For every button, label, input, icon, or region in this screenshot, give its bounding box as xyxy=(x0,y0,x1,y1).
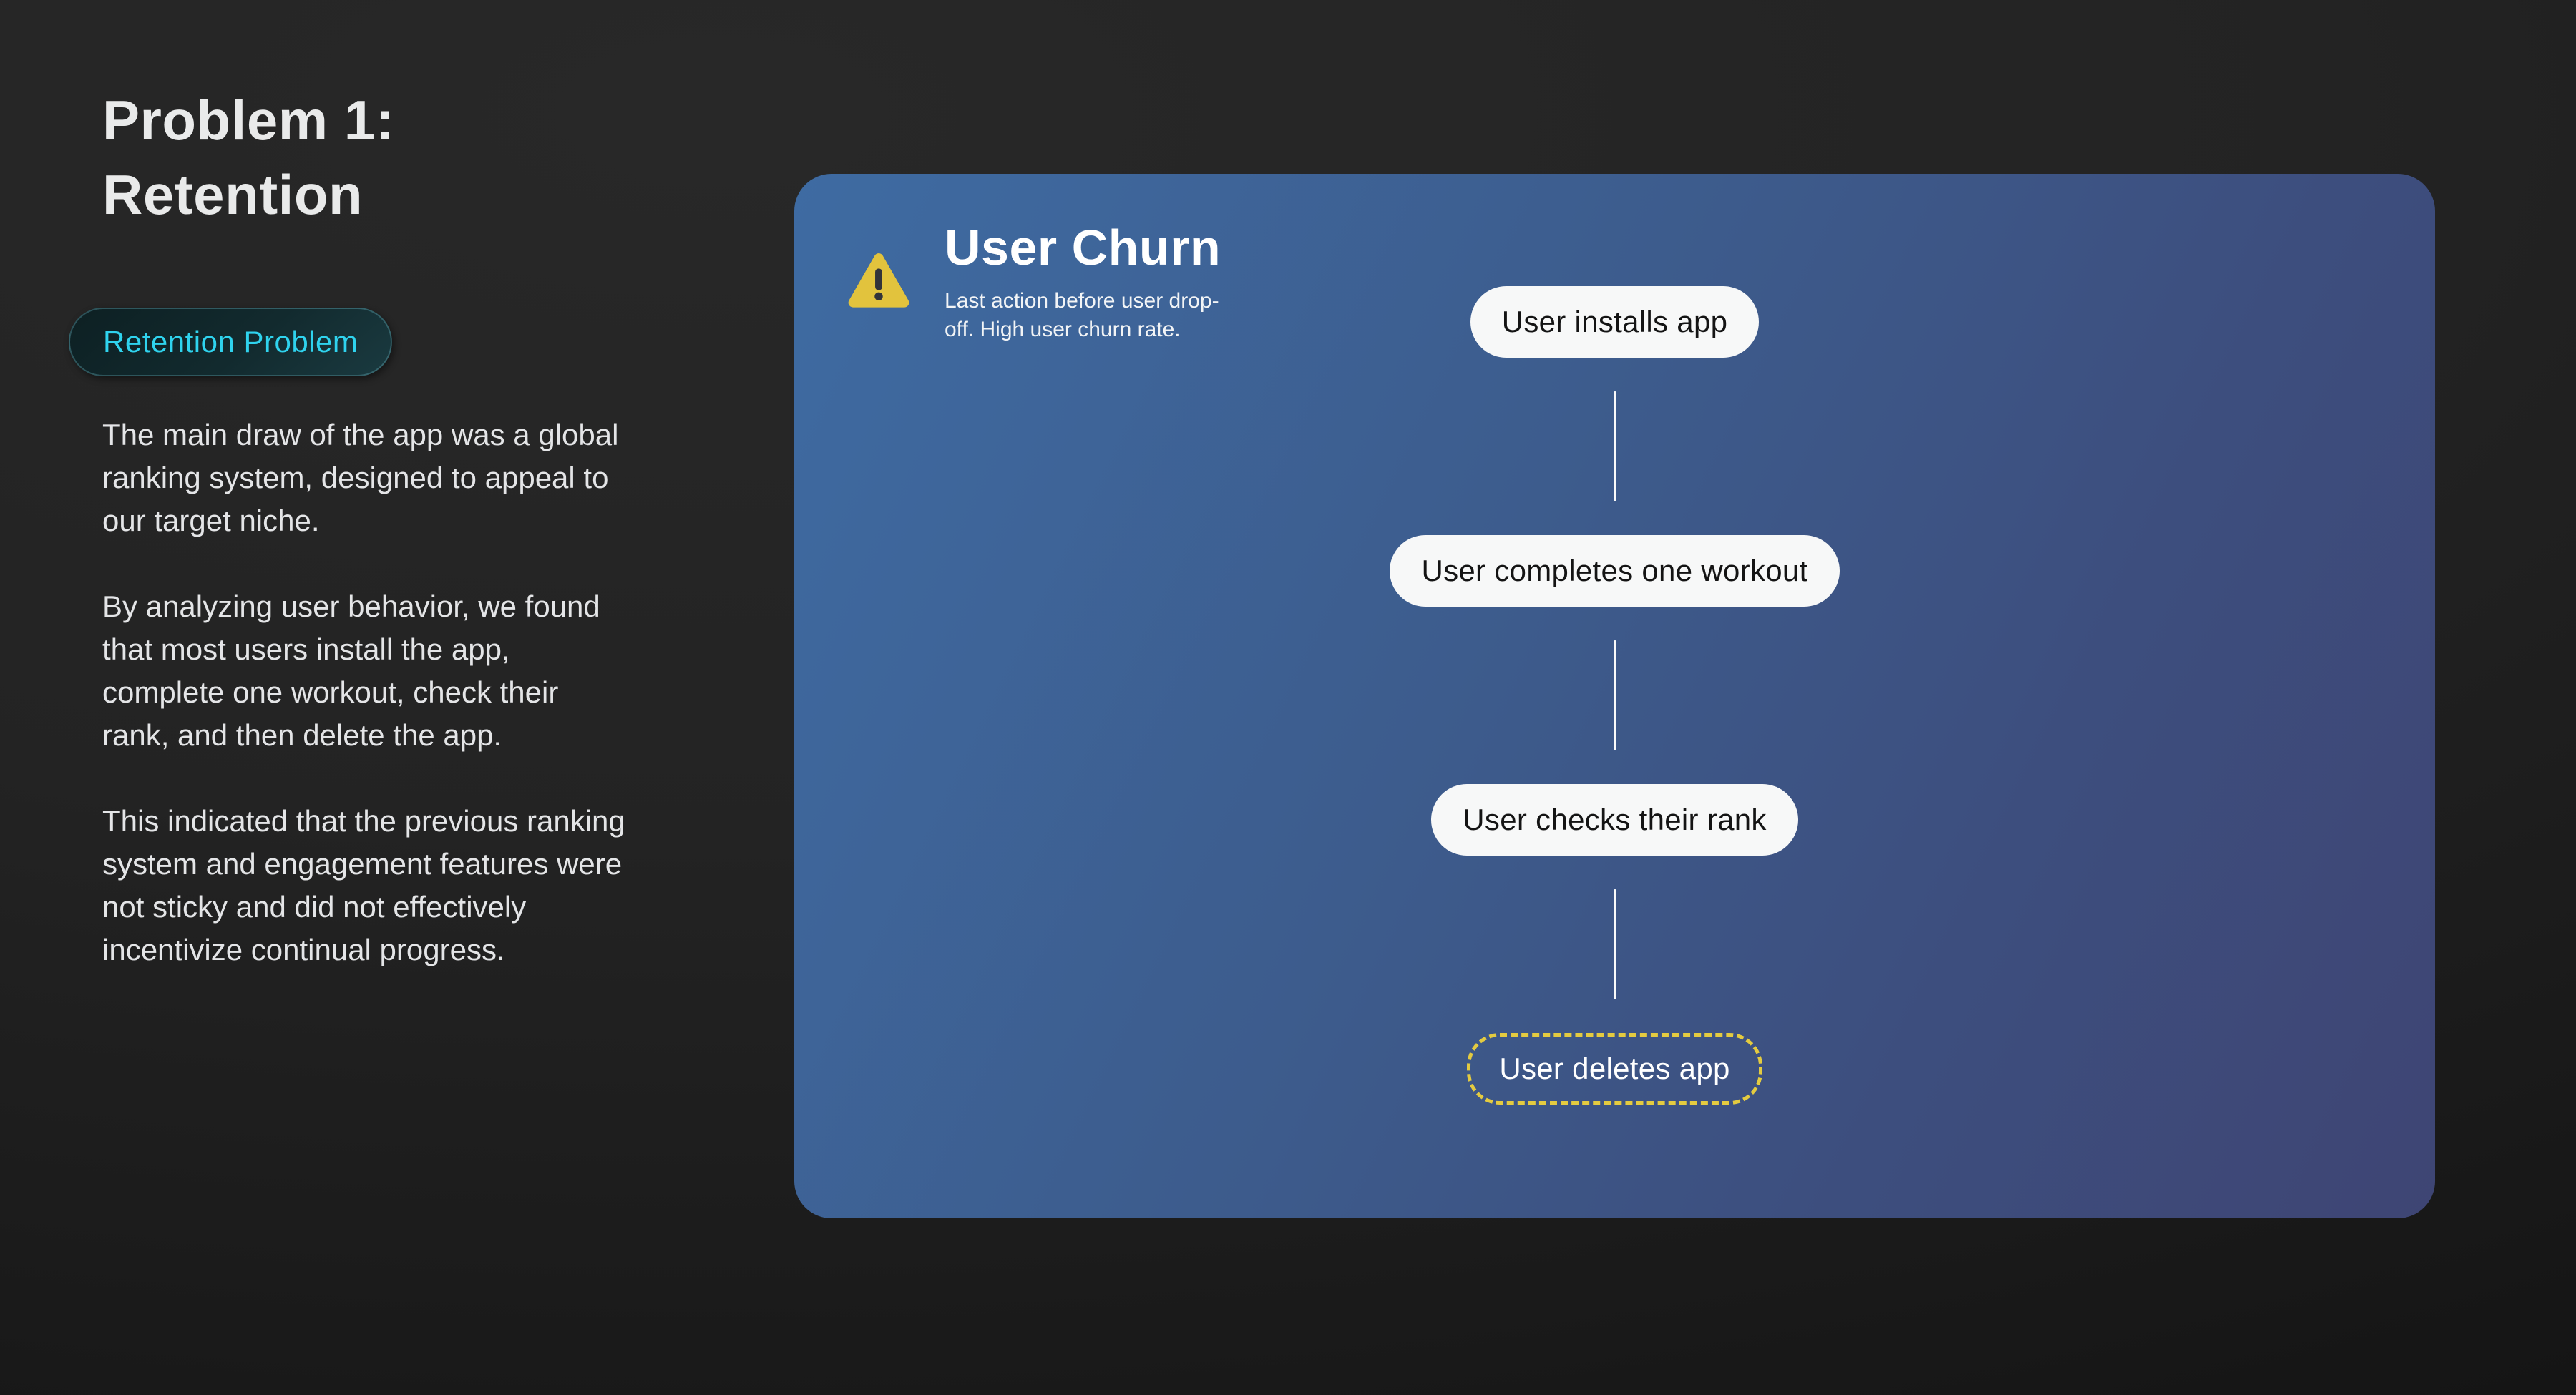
flow-node-installs-app: User installs app xyxy=(1470,286,1760,358)
user-churn-flow: User installs app User completes one wor… xyxy=(794,286,2435,1105)
card-title: User Churn xyxy=(945,220,1221,275)
flow-node-deletes-app: User deletes app xyxy=(1467,1033,1762,1105)
problem-description: The main draw of the app was a global ra… xyxy=(102,413,625,971)
flow-connector-2 xyxy=(1613,640,1616,750)
card-header: User Churn Last action before user drop-… xyxy=(945,218,1221,344)
paragraph-1: The main draw of the app was a global ra… xyxy=(102,418,619,537)
flow-connector-1 xyxy=(1613,391,1616,501)
badge-label: Retention Problem xyxy=(103,325,358,358)
paragraph-3: This indicated that the previous ranking… xyxy=(102,804,625,966)
page-title: Problem 1: Retention xyxy=(102,89,395,226)
flow-node-completes-workout: User completes one workout xyxy=(1390,535,1840,607)
paragraph-2: By analyzing user behavior, we found tha… xyxy=(102,589,600,752)
flow-connector-3 xyxy=(1613,889,1616,999)
warning-triangle-icon xyxy=(848,253,909,308)
card-subtitle: Last action before user drop- off. High … xyxy=(945,289,1219,341)
user-churn-card: User Churn Last action before user drop-… xyxy=(794,174,2435,1218)
retention-problem-badge: Retention Problem xyxy=(69,308,393,376)
flow-node-checks-rank: User checks their rank xyxy=(1431,784,1798,856)
